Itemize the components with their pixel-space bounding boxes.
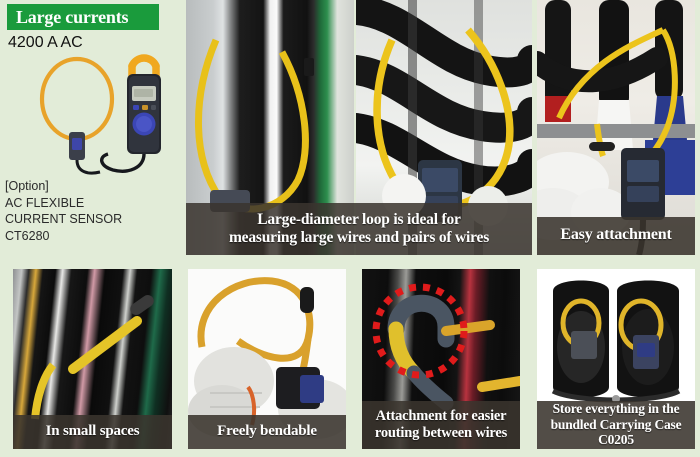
photo-panel-in-small-spaces: In small spaces (13, 269, 172, 449)
caption-line-1: Attachment for easier (375, 407, 507, 424)
product-option-text: [Option] AC FLEXIBLE CURRENT SENSOR CT62… (5, 178, 122, 244)
caption-line-2: measuring large wires and pairs of wires (228, 229, 490, 246)
photo-panel-freely-bendable: Freely bendable (188, 269, 346, 449)
option-label: [Option] (5, 179, 49, 193)
spec-subtitle: 4200 A AC (8, 34, 83, 51)
product-illustration (28, 44, 180, 176)
caption-large-diameter-loop: Large-diameter loop is ideal for measuri… (186, 203, 532, 255)
caption-line-1: Easy attachment (560, 226, 672, 244)
caption-freely-bendable: Freely bendable (188, 415, 346, 449)
caption-carrying-case: Store everything in the bundled Carrying… (537, 401, 695, 449)
photo-panel-attachment-routing: Attachment for easier routing between wi… (362, 269, 520, 449)
caption-line-1: Freely bendable (217, 422, 317, 439)
product-model: CT6280 (5, 228, 50, 243)
photo-panel-easy-attachment: Easy attachment (537, 0, 695, 255)
caption-line-1: Store everything in the (552, 401, 680, 417)
page-title: Large currents (16, 6, 129, 27)
product-name-line2: CURRENT SENSOR (5, 212, 123, 226)
caption-line-2: bundled Carrying Case C0205 (550, 416, 682, 448)
photo-panel-carrying-case: Store everything in the bundled Carrying… (537, 269, 695, 449)
caption-line-1: Large-diameter loop is ideal for (257, 211, 461, 229)
photo-content (537, 0, 695, 255)
caption-easy-attachment: Easy attachment (537, 217, 695, 255)
ct6280-sensor-illustration (39, 54, 161, 175)
section-title-bar: Large currents (7, 4, 159, 30)
caption-line-2: routing between wires (374, 424, 508, 441)
product-name-line1: AC FLEXIBLE (5, 195, 85, 210)
caption-line-1: In small spaces (45, 422, 140, 439)
caption-in-small-spaces: In small spaces (13, 415, 172, 449)
caption-attachment-routing: Attachment for easier routing between wi… (362, 401, 520, 449)
left-info-column: Large currents 4200 A AC (0, 0, 180, 262)
